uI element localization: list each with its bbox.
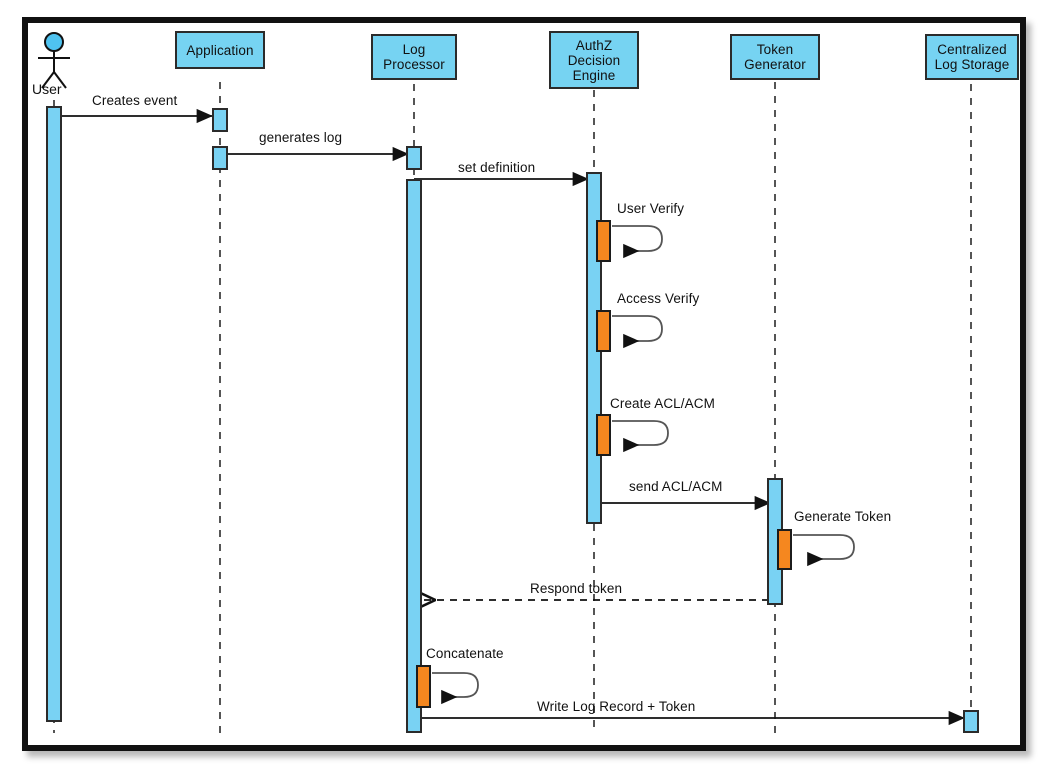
activation-authz-create-acl-acm — [596, 414, 611, 456]
activation-log-processor-main — [406, 179, 422, 733]
message-label-generate-token: Generate Token — [794, 509, 892, 524]
activation-log-processor-concatenate — [416, 665, 431, 708]
participant-header-centralized-log-storage[interactable]: Centralized Log Storage — [925, 34, 1019, 80]
activation-user — [46, 106, 62, 722]
activation-token-generator-generate-token — [777, 529, 792, 570]
message-label-create-acl-acm: Create ACL/ACM — [610, 396, 715, 411]
participant-header-application[interactable]: Application — [175, 31, 265, 69]
participant-header-authz-decision-engine[interactable]: AuthZ Decision Engine — [549, 31, 639, 89]
activation-authz-access-verify — [596, 310, 611, 352]
message-label-generates-log: generates log — [259, 130, 343, 145]
message-label-access-verify: Access Verify — [617, 291, 700, 306]
message-label-send-acl-acm: send ACL/ACM — [629, 479, 723, 494]
message-label-write-log-record-token: Write Log Record + Token — [537, 699, 696, 714]
activation-application-1 — [212, 108, 228, 132]
participant-header-log-processor[interactable]: Log Processor — [371, 34, 457, 80]
message-label-respond-token: Respond token — [530, 581, 623, 596]
activation-centralized-log-storage — [963, 710, 979, 733]
activation-authz-user-verify — [596, 220, 611, 262]
participant-header-token-generator[interactable]: Token Generator — [730, 34, 820, 80]
message-label-concatenate: Concatenate — [426, 646, 504, 661]
message-label-creates-event: Creates event — [92, 93, 178, 108]
diagram-frame — [22, 17, 1026, 751]
message-label-set-definition: set definition — [458, 160, 536, 175]
participant-label-user: User — [32, 81, 62, 97]
message-label-user-verify: User Verify — [617, 201, 685, 216]
activation-log-processor-1 — [406, 146, 422, 170]
activation-application-2 — [212, 146, 228, 170]
